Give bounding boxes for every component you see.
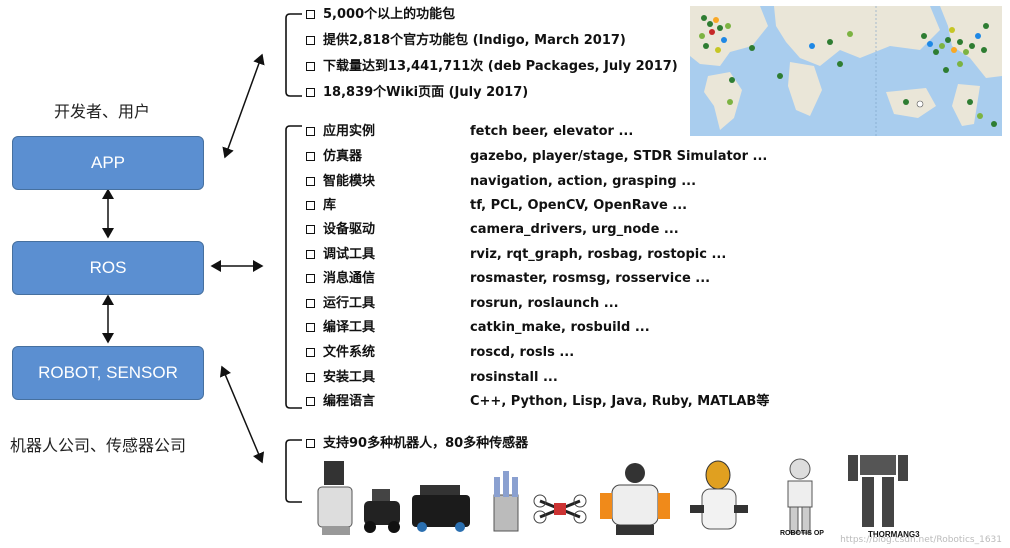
- checkbox-icon: [306, 201, 315, 210]
- checkbox-icon: [306, 177, 315, 186]
- feature-name: 应用实例: [323, 124, 376, 139]
- world-map-image: [690, 6, 1002, 136]
- feature-row: 编译工具 catkin_make, rosbuild ...: [306, 319, 650, 337]
- feature-row: 仿真器 gazebo, player/stage, STDR Simulator …: [306, 148, 767, 166]
- feature-row: 库 tf, PCL, OpenCV, OpenRave ...: [306, 197, 687, 215]
- checkbox-icon: [306, 348, 315, 357]
- robonaut-icon: [690, 460, 748, 530]
- thormang-icon: [848, 455, 908, 527]
- robots-bracket: [285, 439, 302, 503]
- feature-value: navigation, action, grasping ...: [470, 174, 697, 189]
- feature-row: 调试工具 rviz, rqt_graph, rosbag, rostopic ..…: [306, 246, 726, 264]
- feature-value: rviz, rqt_graph, rosbag, rostopic ...: [470, 247, 727, 262]
- stat-item: 下载量达到13,441,711次 (deb Packages, July 201…: [306, 58, 678, 76]
- robots-support-item: 支持90多种机器人，80多种传感器: [306, 435, 528, 453]
- feature-name: 安装工具: [323, 370, 376, 385]
- watermark: https://blog.csdn.net/Robotics_1631: [840, 535, 1002, 545]
- ros-box-label: ROS: [89, 258, 127, 277]
- feature-value: fetch beer, elevator ...: [470, 124, 634, 139]
- feature-row: 智能模块 navigation, action, grasping ...: [306, 173, 696, 191]
- app-box: APP: [12, 136, 204, 190]
- checkbox-icon: [306, 225, 315, 234]
- feature-row: 安装工具 rosinstall ...: [306, 369, 558, 387]
- stats-bracket: [285, 13, 302, 97]
- robot-gallery-image: [317, 455, 908, 535]
- checkbox-icon: [306, 62, 315, 71]
- feature-name: 智能模块: [323, 174, 376, 189]
- feature-name: 仿真器: [323, 149, 363, 164]
- humanoid-mobile-icon: [600, 463, 670, 535]
- feature-value: rosrun, roslaunch ...: [470, 296, 619, 311]
- robot-hand-icon: [493, 471, 519, 532]
- feature-value: roscd, rosls ...: [470, 345, 575, 360]
- feature-value: camera_drivers, urg_node ...: [470, 222, 679, 237]
- checkbox-icon: [306, 397, 315, 406]
- checkbox-icon: [306, 299, 315, 308]
- feature-name: 文件系统: [323, 345, 376, 360]
- feature-value: catkin_make, rosbuild ...: [470, 320, 650, 335]
- checkbox-icon: [306, 36, 315, 45]
- robot-sensor-box: ROBOT, SENSOR: [12, 346, 204, 400]
- feature-value: tf, PCL, OpenCV, OpenRave ...: [470, 198, 688, 213]
- mobile-robot-icon: [364, 489, 400, 533]
- thormang-caption: THORMANG3: [868, 530, 920, 539]
- feature-row: 编程语言 C++, Python, Lisp, Java, Ruby, MATLA…: [306, 393, 769, 411]
- checkbox-icon: [306, 88, 315, 97]
- feature-row: 设备驱动 camera_drivers, urg_node ...: [306, 221, 679, 239]
- robotis-op-caption: ROBOTIS OP: [780, 530, 824, 537]
- checkbox-icon: [306, 10, 315, 19]
- drone-icon: [533, 494, 587, 524]
- feature-value: gazebo, player/stage, STDR Simulator ...: [470, 149, 768, 164]
- ros-box: ROS: [12, 241, 204, 295]
- app-stats-arrow: [222, 53, 265, 159]
- developers-users-label: 开发者、用户: [54, 102, 151, 121]
- feature-row: 应用实例 fetch beer, elevator ...: [306, 123, 633, 141]
- stat-item: 18,839个Wiki页面 (July 2017): [306, 84, 528, 102]
- checkbox-icon: [306, 274, 315, 283]
- checkbox-icon: [306, 373, 315, 382]
- feature-row: 消息通信 rosmaster, rosmsg, rosservice ...: [306, 270, 710, 288]
- feature-row: 文件系统 roscd, rosls ...: [306, 344, 574, 362]
- feature-value: C++, Python, Lisp, Java, Ruby, MATLAB等: [470, 394, 770, 409]
- companies-label: 机器人公司、传感器公司: [10, 436, 187, 455]
- feature-value: rosinstall ...: [470, 370, 558, 385]
- feature-name: 编译工具: [323, 320, 376, 335]
- stat-item: 5,000个以上的功能包: [306, 6, 455, 24]
- feature-name: 库: [323, 198, 337, 213]
- feature-name: 设备驱动: [323, 222, 376, 237]
- feature-name: 运行工具: [323, 296, 376, 311]
- turtlebot-tall-icon: [317, 461, 353, 535]
- feature-name: 编程语言: [323, 394, 376, 409]
- feature-value: rosmaster, rosmsg, rosservice ...: [470, 271, 711, 286]
- checkbox-icon: [306, 439, 315, 448]
- stat-item: 提供2,818个官方功能包 (Indigo, March 2017): [306, 32, 626, 50]
- checkbox-icon: [306, 250, 315, 259]
- robotis-op-icon: [787, 458, 813, 534]
- robot-sensor-box-label: ROBOT, SENSOR: [38, 363, 178, 382]
- location-markers: [699, 15, 997, 127]
- features-bracket: [285, 125, 302, 409]
- checkbox-icon: [306, 152, 315, 161]
- robot-robots-arrow: [219, 365, 265, 464]
- feature-name: 消息通信: [323, 271, 376, 286]
- checkbox-icon: [306, 127, 315, 136]
- app-box-label: APP: [90, 153, 126, 172]
- feature-name: 调试工具: [323, 247, 376, 262]
- turtlebot3-icon: [412, 485, 470, 532]
- feature-row: 运行工具 rosrun, roslaunch ...: [306, 295, 619, 313]
- checkbox-icon: [306, 323, 315, 332]
